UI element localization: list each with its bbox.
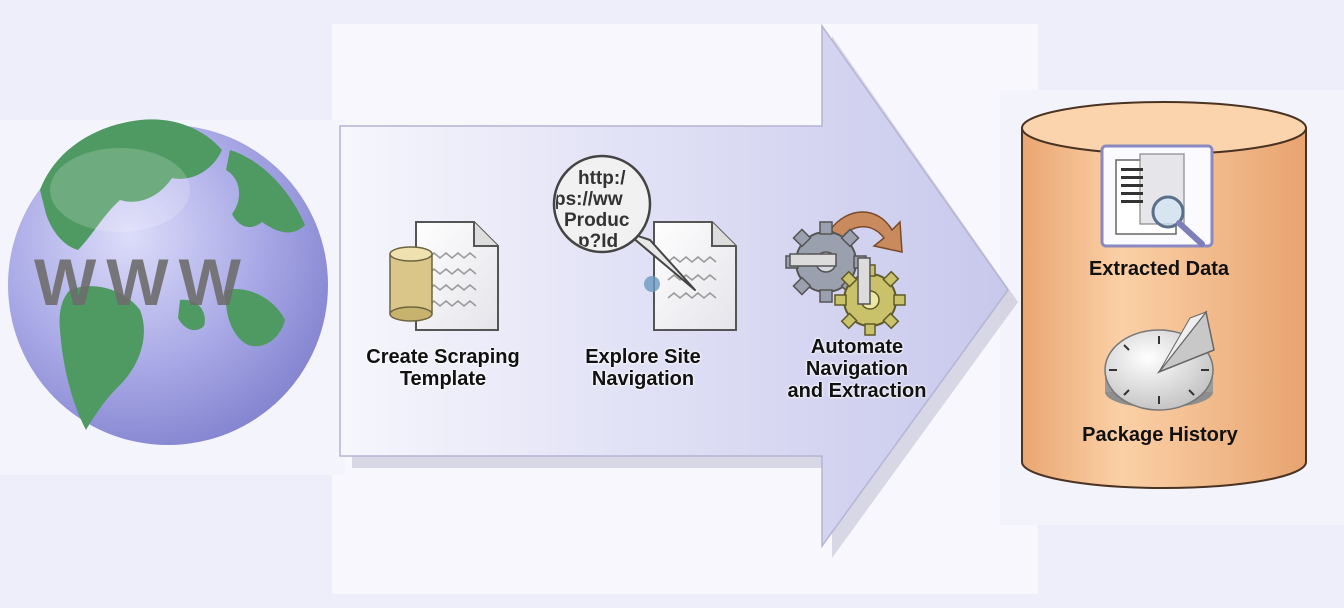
- globe-icon: [8, 119, 328, 445]
- url-line-1: http:/: [578, 168, 626, 189]
- globe-www-label: WWW: [34, 245, 251, 319]
- url-line-3: Produc: [564, 210, 630, 231]
- package-history-label: Package History: [1082, 424, 1238, 446]
- scraping-template-icon: [389, 221, 499, 331]
- url-magnifier: [552, 154, 652, 254]
- step-explore-navigation-label: Explore Site Navigation: [585, 346, 701, 390]
- step-create-template-label: Create Scraping Template: [366, 346, 520, 390]
- url-line-2: ps://ww: [556, 189, 623, 210]
- extracted-data-label: Extracted Data: [1088, 258, 1230, 280]
- database-icon: [389, 246, 433, 322]
- url-bubble: http:/ ps://ww Produc p?Id: [556, 158, 648, 250]
- url-line-4: p?Id: [578, 231, 619, 250]
- automation-gears-icon: [785, 211, 906, 336]
- extracted-data-icon: [1100, 144, 1214, 248]
- step-automate-label: Automate Navigation and Extraction: [787, 336, 927, 402]
- site-navigation-icon: [552, 154, 737, 331]
- package-history-icon: [1104, 310, 1215, 411]
